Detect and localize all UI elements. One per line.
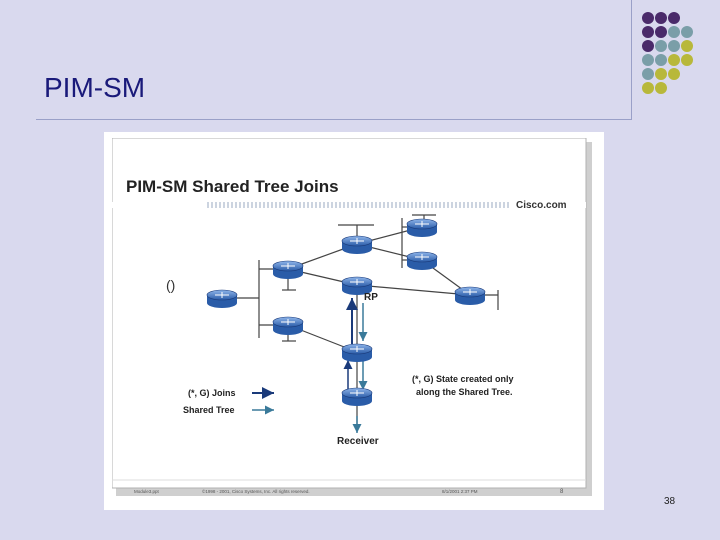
embedded-title: PIM-SM Shared Tree Joins — [126, 177, 339, 196]
router-icon — [341, 387, 373, 406]
routers — [206, 218, 486, 406]
router-icon — [341, 235, 373, 254]
embedded-slide-frame: PIM-SM Shared Tree Joins Cisco.com — [104, 132, 604, 510]
router-icon — [406, 251, 438, 270]
footer-left: Module3.ppt — [134, 489, 160, 494]
decorative-dot — [668, 68, 680, 80]
decorative-dot — [642, 54, 654, 66]
pim-sm-diagram: PIM-SM Shared Tree Joins Cisco.com — [112, 138, 592, 496]
title-divider — [36, 119, 632, 120]
router-icon — [454, 286, 486, 305]
join-arrows — [343, 298, 368, 433]
decorative-dot — [655, 68, 667, 80]
legend-shared-label: Shared Tree — [183, 405, 235, 415]
cisco-brand: Cisco.com — [516, 200, 567, 211]
footer-page: 8 — [560, 489, 564, 495]
decorative-dot — [642, 26, 654, 38]
decorative-dot — [655, 12, 667, 24]
decorative-dot — [668, 40, 680, 52]
header-stripe — [112, 202, 586, 208]
router-icon — [206, 289, 238, 308]
decorative-dot — [681, 26, 693, 38]
receiver-label: Receiver — [337, 436, 379, 447]
vertical-divider — [631, 0, 632, 120]
router-icon — [341, 343, 373, 362]
state-note-line1: (*, G) State created only — [412, 374, 514, 384]
state-note-line2: along the Shared Tree. — [416, 387, 513, 397]
decorative-dot — [655, 82, 667, 94]
decorative-dot-grid — [642, 12, 693, 94]
decorative-dot — [681, 54, 693, 66]
legend-joins-label: (*, G) Joins — [188, 388, 236, 398]
router-icon — [341, 276, 373, 295]
router-icon — [272, 316, 304, 335]
decorative-dot — [655, 26, 667, 38]
decorative-dot — [642, 40, 654, 52]
rp-label: RP — [364, 292, 378, 303]
decorative-dot — [642, 12, 654, 24]
decorative-dot — [655, 54, 667, 66]
footer-right: 8/1/2001 2:37 PM — [442, 489, 478, 494]
decorative-dot — [642, 68, 654, 80]
decorative-dot — [668, 12, 680, 24]
router-icon — [272, 260, 304, 279]
decorative-dot — [642, 82, 654, 94]
decorative-dot — [681, 40, 693, 52]
decorative-dot — [668, 54, 680, 66]
footer-center: ©1998 - 2001, Cisco Systems, Inc. All ri… — [202, 488, 310, 494]
link-symbol: () — [166, 277, 175, 293]
router-icon — [406, 218, 438, 237]
page-number: 38 — [664, 496, 676, 507]
decorative-dot — [668, 26, 680, 38]
decorative-dot — [655, 40, 667, 52]
slide-title: PIM-SM — [44, 72, 146, 103]
